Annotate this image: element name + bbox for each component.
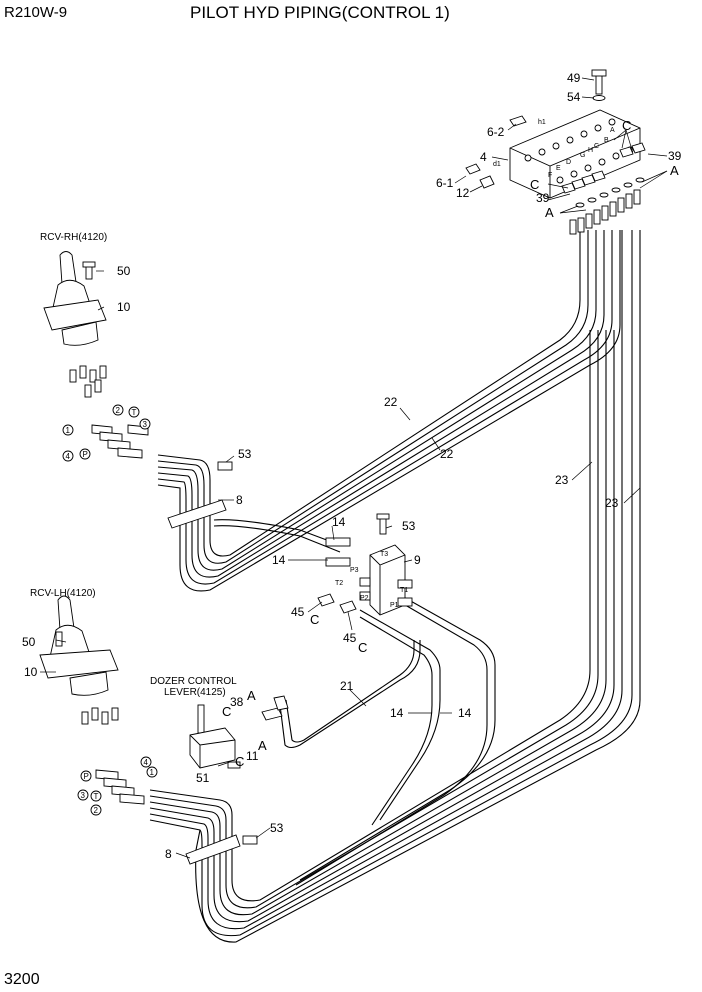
fittings-array [561, 142, 646, 235]
pipe-14-lower [295, 594, 496, 886]
callout-23-right: 23 [605, 496, 619, 510]
callout-10-rh: 10 [117, 300, 131, 314]
callout-8-lh: 8 [165, 847, 172, 861]
callout-c-38: C [222, 704, 231, 719]
rcv-lh-port-labels: 1 2 3 4 T P [77, 756, 158, 816]
callout-14-upper: 14 [332, 515, 346, 529]
callout-c-45-right: C [358, 640, 367, 655]
lh-port-2: 2 [94, 806, 99, 815]
rcv-rh-label: RCV-RH(4120) [40, 232, 107, 243]
page-number: 3200 [4, 971, 40, 988]
lh-port-t: T [94, 792, 99, 801]
leader-lines [40, 77, 668, 859]
callout-53-valve: 53 [402, 519, 416, 533]
callout-c-45-left: C [310, 612, 319, 627]
rcv-rh-joystick [43, 251, 107, 346]
block-port-b: B [604, 137, 609, 144]
pipe-bundle-lh [149, 230, 641, 943]
callout-39-right: 39 [668, 149, 682, 163]
rh-port-p: P [83, 450, 88, 459]
callout-10-lh: 10 [24, 665, 38, 679]
lh-port-p: P [84, 772, 89, 781]
block-port-d: D [566, 159, 571, 166]
dozer-lever-label-line1: DOZER CONTROL [150, 676, 237, 687]
lh-port-1: 1 [150, 768, 155, 777]
model-name: R210W-9 [4, 4, 67, 21]
rcv-lh-joystick [39, 595, 119, 696]
callout-6-2: 6-2 [487, 125, 505, 139]
callout-22-lower: 22 [440, 447, 454, 461]
callout-45-left: 45 [291, 605, 305, 619]
dozer-lever-label-line2: LEVER(4125) [164, 687, 226, 698]
callout-9: 9 [414, 553, 421, 567]
rcv-lh-label: RCV-LH(4120) [30, 588, 96, 599]
port-h1: h1 [538, 119, 546, 126]
callout-a-11: A [258, 738, 267, 753]
callout-53-lh: 53 [270, 821, 284, 835]
callout-50-rh: 50 [117, 264, 131, 278]
dozer-control-lever [189, 695, 289, 769]
block-port-a: A [610, 127, 615, 134]
port-t1: T1 [400, 587, 408, 594]
rh-port-1: 1 [66, 426, 71, 435]
rh-port-3: 3 [143, 420, 148, 429]
callout-a-left: A [545, 205, 554, 220]
callout-53-rh: 53 [238, 447, 252, 461]
callout-51: 51 [196, 771, 210, 785]
rcv-rh-port-labels: 1 2 3 4 T P [62, 404, 151, 462]
rh-port-t: T [132, 408, 137, 417]
callout-23-left: 23 [555, 473, 569, 487]
port-d1: d1 [493, 161, 501, 168]
callout-a-right: A [670, 163, 679, 178]
component-labels: RCV-RH(4120) RCV-LH(4120) DOZER CONTROL … [30, 232, 237, 698]
rh-port-2: 2 [116, 406, 121, 415]
callout-39-left: 39 [536, 191, 550, 205]
lh-port-3: 3 [81, 791, 86, 800]
port-p1: P1 [390, 602, 399, 609]
lh-port-4: 4 [144, 758, 149, 767]
pipe-bundle-rh [157, 230, 621, 592]
clamps-and-bolts [167, 461, 258, 865]
callout-22-upper: 22 [384, 395, 398, 409]
port-p3: P3 [350, 567, 359, 574]
callout-38: 38 [230, 695, 244, 709]
block-port-h: H [588, 147, 593, 154]
callout-14-left: 14 [272, 553, 286, 567]
pipe-14-upper [213, 519, 341, 553]
callout-14-lower-left: 14 [390, 706, 404, 720]
callout-45-right: 45 [343, 631, 357, 645]
port-t2: T2 [335, 580, 343, 587]
callout-49: 49 [567, 71, 581, 85]
callout-8-rh: 8 [236, 493, 243, 507]
block-port-c: C [594, 143, 599, 150]
rcv-lh-fittings [81, 707, 145, 805]
callout-c-left: C [530, 177, 539, 192]
shuttle-valve [317, 513, 413, 616]
control-block [465, 69, 641, 199]
port-p2: P2 [360, 595, 369, 602]
callout-6-1: 6-1 [436, 176, 454, 190]
valve-port-labels: T3 T2 P3 P2 T1 P1 [335, 551, 408, 609]
callout-c-11: C [235, 754, 244, 769]
callout-4: 4 [480, 150, 487, 164]
rh-port-4: 4 [66, 452, 71, 461]
callout-54: 54 [567, 90, 581, 104]
callout-21: 21 [340, 679, 354, 693]
block-port-e: E [556, 165, 561, 172]
callout-14-lower-right: 14 [458, 706, 472, 720]
block-port-labels: h1 d1 A B C D E F G H [493, 119, 615, 179]
callout-50-lh: 50 [22, 635, 36, 649]
part-callouts: 49 54 6-2 4 6-1 12 C 39 A C 39 A 50 10 2… [22, 71, 682, 861]
callout-11: 11 [246, 749, 259, 763]
block-port-f: F [548, 172, 552, 179]
pipe-21 [279, 640, 421, 749]
block-port-g: G [580, 152, 585, 159]
callout-a-38: A [247, 688, 256, 703]
page-title: PILOT HYD PIPING(CONTROL 1) [190, 3, 450, 22]
port-t3: T3 [380, 551, 388, 558]
callout-12: 12 [456, 186, 470, 200]
callout-c-top: C [622, 118, 631, 133]
